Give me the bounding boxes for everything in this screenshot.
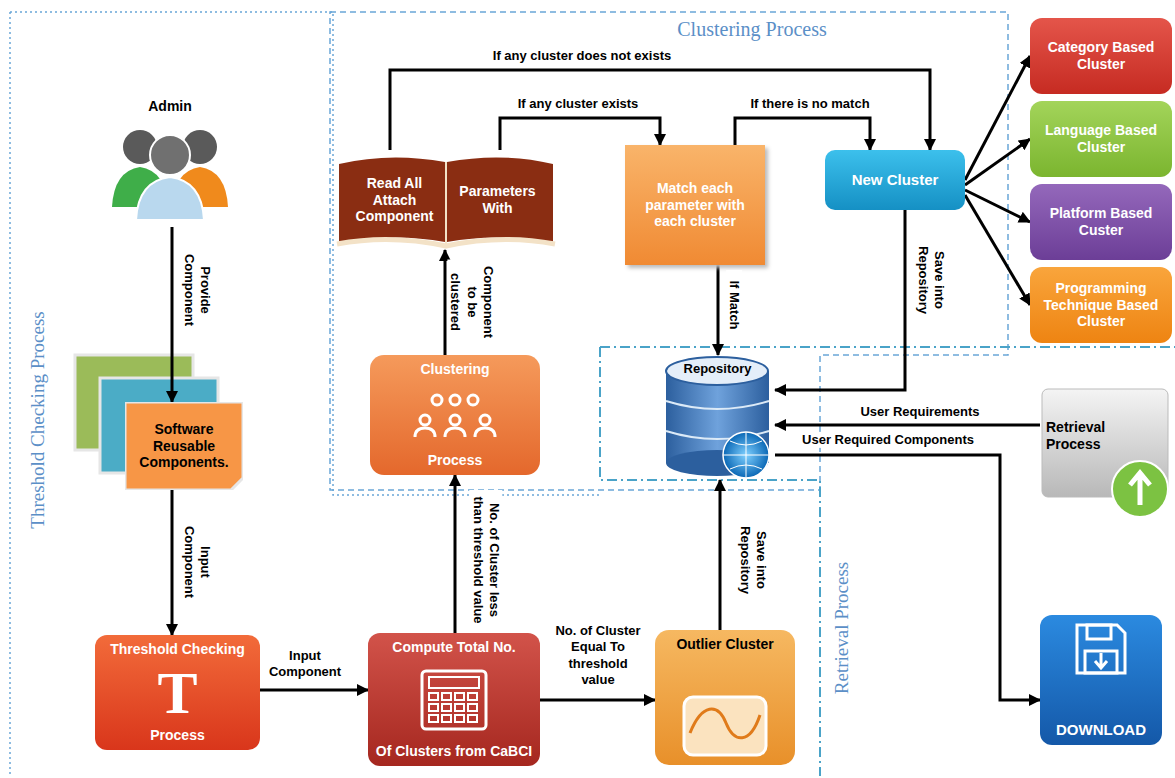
- edge-label: If any cluster does not exists: [457, 48, 707, 64]
- region-title: Clustering Process: [674, 18, 829, 41]
- node-text: Outlier Cluster: [676, 636, 773, 653]
- shape-outline: [335, 150, 557, 250]
- node-text: Retrieval Process: [1046, 419, 1126, 453]
- node-text: T: [157, 663, 197, 723]
- edge-label: No. of Cluster less than threshold value: [470, 490, 503, 630]
- edge-label: If any cluster exists: [493, 96, 663, 112]
- edge-label: User Required Components: [783, 432, 993, 448]
- node-text: Repository: [684, 361, 752, 377]
- flow-arrow: [540, 699, 655, 702]
- node-text: Category Based Cluster: [1036, 39, 1166, 73]
- edge-label: If Match: [726, 270, 742, 340]
- threshold-region: [10, 12, 600, 776]
- region-title: Retrieval Process: [831, 559, 853, 697]
- outlier-box: Outlier Cluster: [655, 630, 795, 765]
- flow-arrow: [719, 480, 722, 630]
- edge-label: If there is no match: [735, 96, 885, 112]
- flow-arrow: [260, 689, 368, 692]
- node-text: Parameters With: [446, 183, 549, 217]
- shape-outline: [1040, 385, 1172, 520]
- language-box: Language Based Cluster: [1030, 101, 1172, 177]
- node-text: New Cluster: [852, 171, 939, 189]
- flow-arrow: [390, 70, 930, 150]
- flow-arrow: [965, 190, 1030, 222]
- admin-icon: Admin: [95, 92, 245, 227]
- technique-box: Programming Technique Based Cluster: [1030, 267, 1172, 343]
- compute-box: Compute Total No. Of Clusters from CaBCI: [368, 633, 540, 766]
- repository-db: Repository: [660, 355, 775, 480]
- edge-label: Input Component: [181, 522, 214, 602]
- new-cluster-box: New Cluster: [825, 150, 965, 210]
- node-text: Read All Attach Component: [343, 175, 446, 225]
- node-text: Of Clusters from CaBCI: [376, 743, 532, 760]
- flow-arrow: [717, 265, 720, 355]
- edge-label: Component to be clustered: [448, 260, 497, 345]
- download-box: DOWNLOAD: [1040, 615, 1162, 745]
- flow-arrow: [775, 455, 1040, 700]
- flow-arrow: [965, 139, 1030, 185]
- flow-arrow: [965, 195, 1030, 305]
- flow-arrow: [454, 475, 457, 633]
- node-text: Admin: [148, 98, 192, 115]
- node-text: Programming Technique Based Cluster: [1036, 280, 1166, 330]
- component-page: Software Reusable Components.: [125, 402, 243, 490]
- edge-label: Input Component: [265, 648, 345, 681]
- edge-label: Save into Repository: [915, 230, 948, 330]
- node-icon: [680, 693, 770, 759]
- edge-label: No. of Cluster Equal To threshold value: [548, 623, 648, 688]
- clustering-region: [330, 12, 1008, 490]
- node-text: Language Based Cluster: [1036, 122, 1166, 156]
- node-text: Compute Total No.: [392, 639, 515, 656]
- match-note: Match each parameter with each cluster: [625, 145, 765, 265]
- node-text: Threshold Checking: [110, 641, 245, 658]
- edge-label: Provide Component: [181, 250, 214, 330]
- platform-box: Platform Based Custer: [1030, 184, 1172, 260]
- retrieval-box: Retrieval Process: [1040, 385, 1172, 520]
- node-text: DOWNLOAD: [1056, 721, 1146, 739]
- edge-label: User Requirements: [845, 404, 995, 420]
- flow-arrow: [171, 490, 174, 635]
- node-icon: [407, 392, 503, 438]
- threshold-box: Threshold CheckingT Process: [95, 635, 260, 750]
- flow-arrow: [171, 227, 174, 402]
- node-text: Process: [428, 452, 482, 469]
- node-icon: [1073, 621, 1129, 677]
- node-icon: [100, 115, 240, 220]
- node-text: Software Reusable Components.: [131, 421, 237, 471]
- clustering-box: ClusteringProcess: [370, 355, 540, 475]
- book-node: Read All Attach ComponentParameters With: [335, 150, 557, 250]
- region-title: Threshold Checking Process: [27, 308, 49, 531]
- flow-arrow: [775, 424, 1040, 427]
- retrieval-region: [600, 347, 1175, 776]
- flow-arrow: [444, 250, 447, 355]
- flow-arrow: [775, 210, 905, 390]
- node-icon: [419, 669, 489, 731]
- node-text: Clustering: [420, 361, 489, 378]
- node-text: Match each parameter with each cluster: [631, 180, 759, 230]
- category-box: Category Based Cluster: [1030, 18, 1172, 94]
- edge-label: Save into Repository: [737, 510, 770, 610]
- node-text: Platform Based Custer: [1036, 205, 1166, 239]
- node-text: Process: [150, 727, 204, 744]
